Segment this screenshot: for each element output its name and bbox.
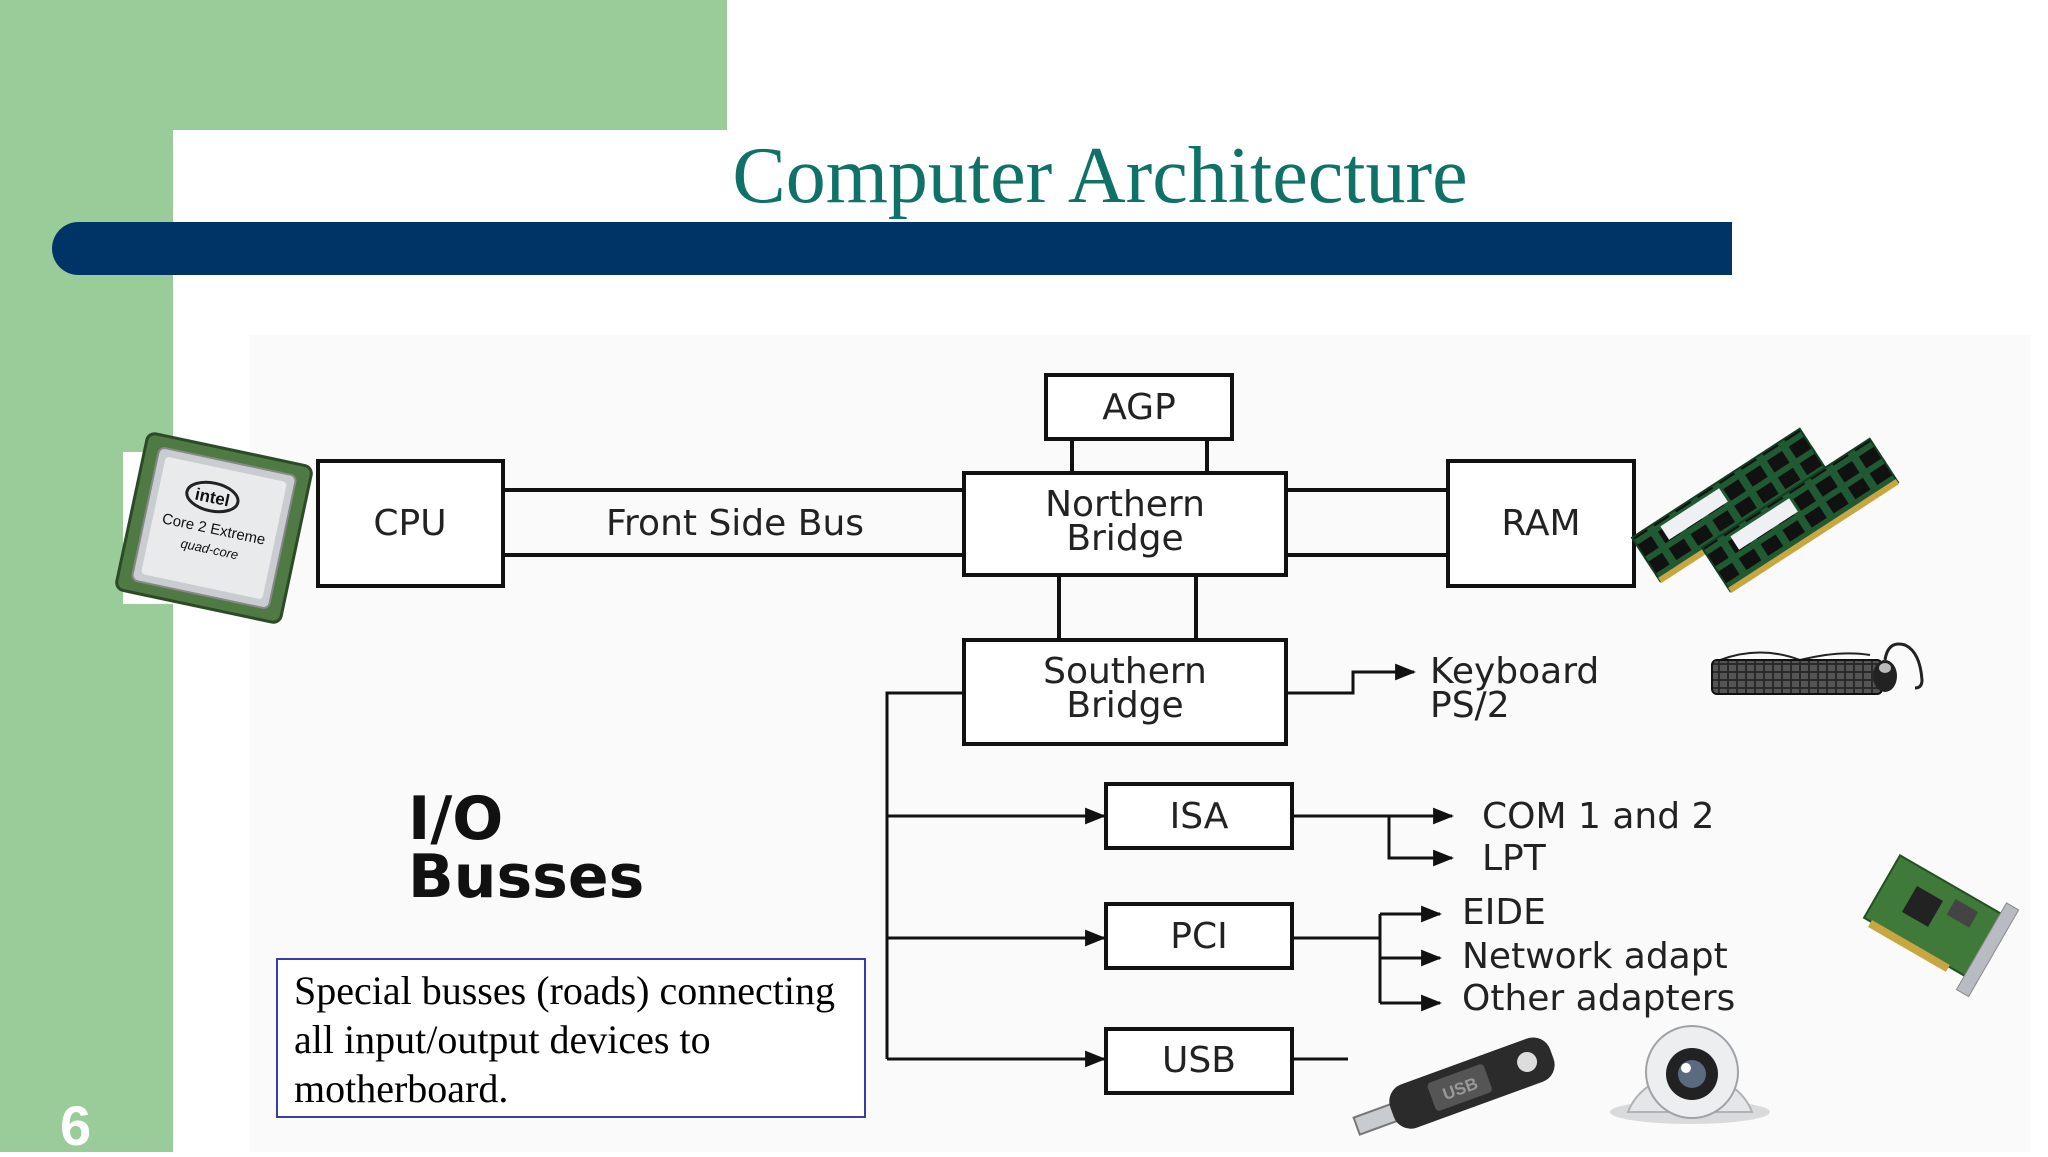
mouse-icon [1873, 642, 1924, 692]
ram-box [1446, 459, 1636, 588]
keyboard-arrow [1286, 663, 1417, 695]
pci-box [1104, 902, 1294, 970]
northern-bridge-label-2: Bridge [1066, 518, 1183, 559]
usb-box [1104, 1027, 1294, 1095]
pci-label: PCI [1170, 916, 1227, 957]
agp-label: AGP [1102, 387, 1176, 428]
northern-bridge-label-1: Northern [1045, 484, 1205, 525]
northern-bridge-box [962, 471, 1288, 577]
usb-label: USB [1162, 1040, 1236, 1081]
network-card-icon [1862, 853, 2020, 998]
eide-label: EIDE [1462, 892, 1546, 933]
io-busses-note: Special busses (roads) connecting all in… [276, 958, 866, 1118]
slide-title: Computer Architecture [732, 132, 1468, 220]
front-side-bus-label: Front Side Bus [606, 503, 864, 544]
ram-label: RAM [1501, 503, 1580, 544]
southern-bridge-label-1: Southern [1043, 651, 1207, 692]
page-number: 6 [60, 1094, 92, 1157]
io-bus-trunk [885, 691, 964, 1059]
cpu-box [316, 459, 505, 588]
usb-stick-icon: USB [1352, 1037, 1555, 1136]
webcam-icon [1610, 1025, 1770, 1124]
keyboard-icon [1711, 651, 1883, 695]
network-adapter-label: Network adapt [1462, 936, 1728, 977]
cpu-label: CPU [373, 503, 446, 544]
ps2-label: PS/2 [1430, 685, 1510, 726]
com-label: COM 1 and 2 [1482, 796, 1714, 837]
lpt-arrow [1387, 816, 1455, 867]
ram-sticks-icon [1630, 427, 1900, 593]
southern-bridge-label-2: Bridge [1066, 685, 1183, 726]
other-adapters-label: Other adapters [1462, 978, 1735, 1019]
cpu-chip-icon: intel Core 2 Extreme quad-core [115, 432, 313, 624]
title-underline-bar [52, 222, 1732, 275]
isa-label: ISA [1170, 796, 1229, 837]
agp-box [1044, 373, 1234, 441]
lpt-label: LPT [1482, 838, 1547, 879]
keyboard-label: Keyboard [1430, 651, 1599, 692]
